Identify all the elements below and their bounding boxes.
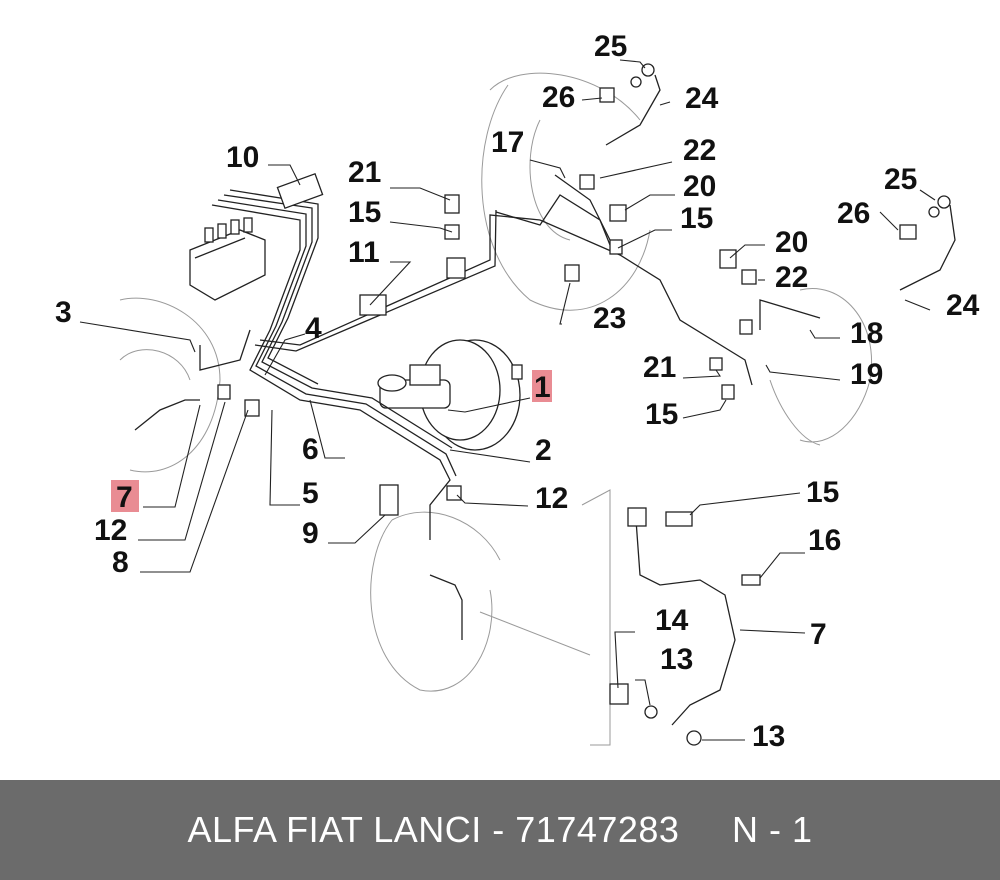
callout-4: 4 (305, 312, 322, 345)
callout-5: 5 (302, 477, 319, 510)
callout-7-right: 7 (810, 618, 827, 651)
footer-bar: ALFA FIAT LANCI - 71747283 N - 1 (0, 780, 1000, 880)
callout-21-b: 21 (643, 351, 676, 384)
callout-9: 9 (302, 517, 319, 550)
callout-13-lower: 13 (752, 720, 785, 753)
brake-booster (377, 339, 523, 451)
leader-lines (79, 59, 936, 741)
callout-18: 18 (850, 317, 883, 350)
callout-8: 8 (112, 546, 129, 579)
clips-and-fittings (217, 63, 951, 746)
callout-2: 2 (535, 434, 552, 467)
callout-1: 1 (534, 371, 551, 404)
callout-20-b: 20 (775, 226, 808, 259)
callout-labels: 1 2 3 4 5 6 7 7 8 9 10 11 12 12 13 13 14… (55, 30, 980, 753)
callout-14: 14 (655, 604, 689, 637)
callout-17: 17 (491, 126, 524, 159)
abs-module (189, 217, 266, 301)
callout-3: 3 (55, 296, 72, 329)
brake-pipes-exploded-diagram: 1 2 3 4 5 6 7 7 8 9 10 11 12 12 13 13 14… (55, 30, 980, 753)
callout-7-left: 7 (116, 481, 133, 514)
callout-12-left: 12 (94, 514, 127, 547)
brake-pipes (199, 174, 821, 540)
callout-15-c: 15 (645, 398, 678, 431)
callout-22-a: 22 (683, 134, 716, 167)
callout-26-a: 26 (542, 81, 575, 114)
callout-16: 16 (808, 524, 841, 557)
footer-part-number: ALFA FIAT LANCI - 71747283 N - 1 (187, 809, 813, 850)
wheel-outlines (119, 72, 872, 746)
callout-25-a: 25 (594, 30, 627, 63)
callout-15-d: 15 (806, 476, 839, 509)
highlight-1 (532, 370, 552, 402)
flex-hoses (134, 74, 956, 726)
callout-19: 19 (850, 358, 883, 391)
callout-24-b: 24 (946, 289, 980, 322)
callout-22-b: 22 (775, 261, 808, 294)
callout-10: 10 (226, 141, 259, 174)
callout-12-mid: 12 (535, 482, 568, 515)
callout-25-b: 25 (884, 163, 917, 196)
callout-21-a: 21 (348, 156, 381, 189)
callout-15-a: 15 (348, 196, 381, 229)
callout-13-upper: 13 (660, 643, 693, 676)
highlight-7 (111, 480, 139, 512)
callout-24-a: 24 (685, 82, 719, 115)
callout-23: 23 (593, 302, 626, 335)
callout-26-b: 26 (837, 197, 870, 230)
callout-15-b: 15 (680, 202, 713, 235)
callout-6: 6 (302, 433, 319, 466)
callout-20-a: 20 (683, 170, 716, 203)
callout-11: 11 (348, 236, 380, 269)
